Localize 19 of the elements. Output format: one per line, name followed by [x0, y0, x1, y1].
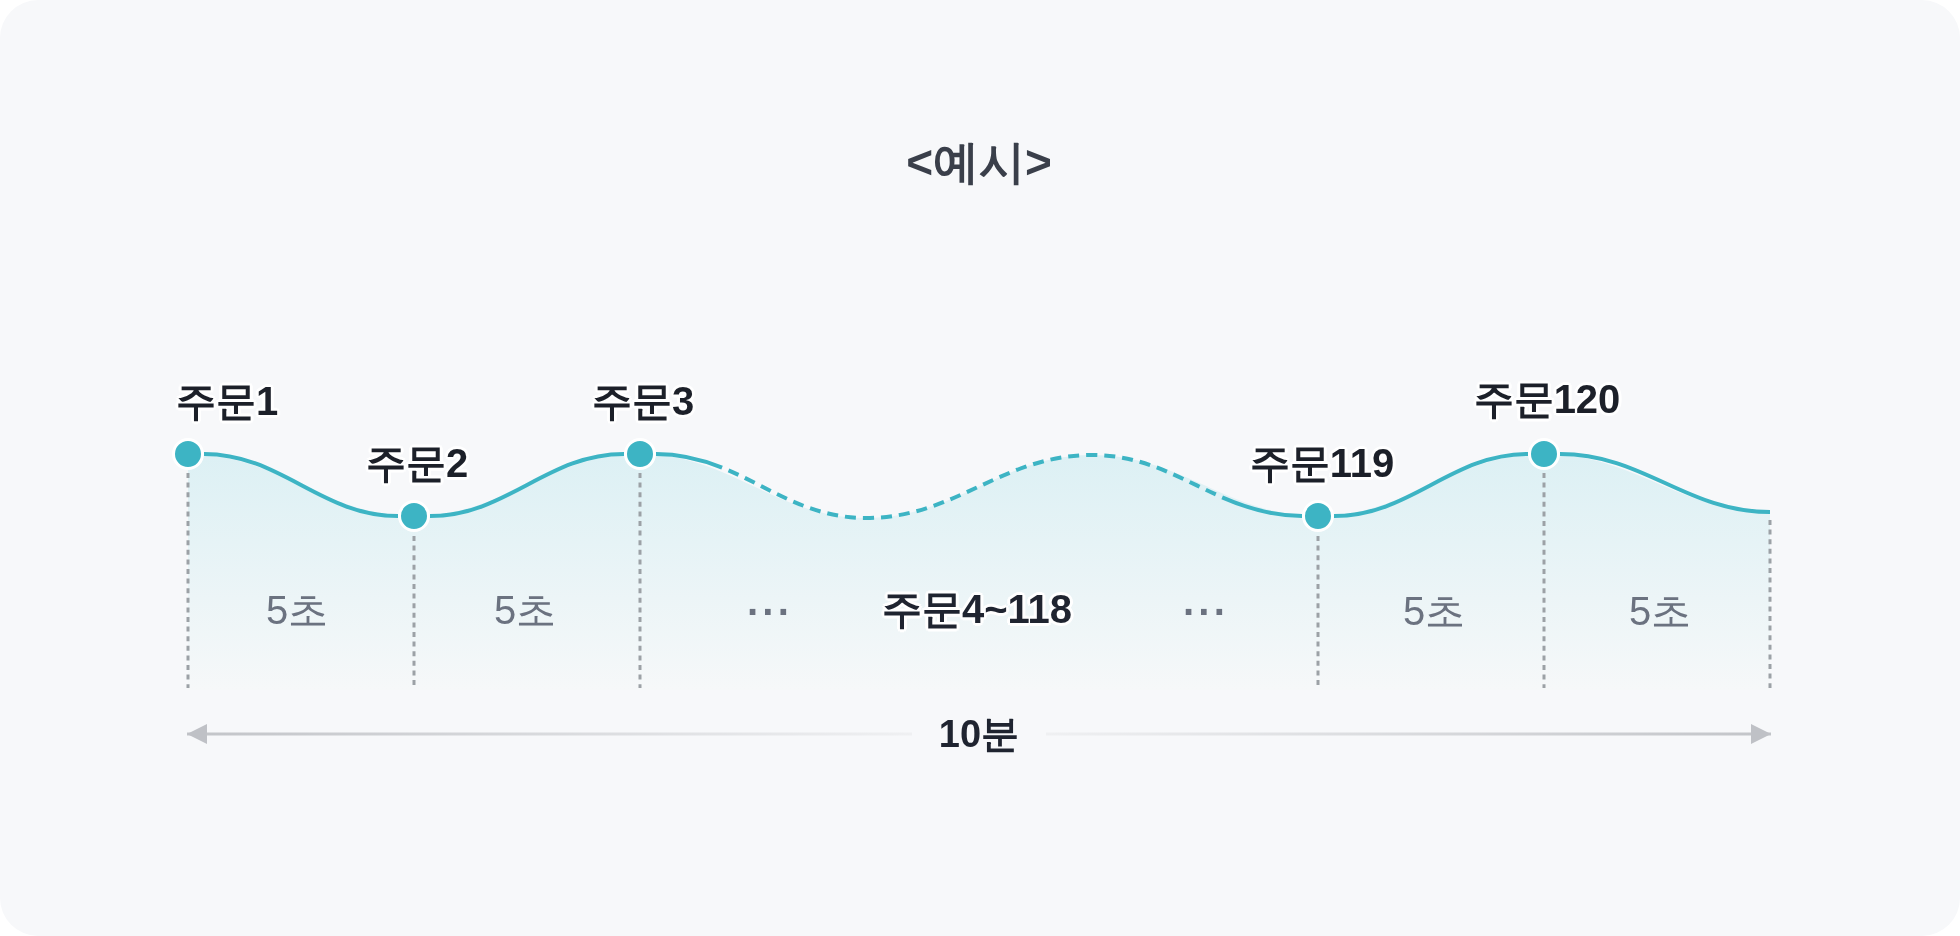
- ellipsis: ···: [747, 589, 793, 635]
- range-label: 주문4~118: [880, 585, 1074, 633]
- ellipsis: ···: [1183, 589, 1229, 635]
- duration-label: 5초: [265, 587, 329, 633]
- curve-line: [1559, 452, 1771, 514]
- dimension-label: 10분: [938, 712, 1020, 756]
- duration-label: 5초: [1628, 588, 1692, 634]
- duration-label: 5초: [493, 587, 557, 633]
- curve-line: [1333, 452, 1529, 518]
- point-label: 주문119: [1248, 439, 1396, 487]
- curve-line: [655, 452, 1303, 520]
- duration-label: 5초: [1402, 588, 1466, 634]
- title: <예시>: [906, 137, 1052, 189]
- curve-line: [203, 452, 399, 518]
- curve-line: [429, 452, 625, 518]
- point-label: 주문1: [174, 377, 280, 425]
- point-label: 주문120: [1472, 375, 1622, 423]
- point-label: 주문3: [590, 377, 696, 425]
- point-label: 주문2: [364, 439, 470, 487]
